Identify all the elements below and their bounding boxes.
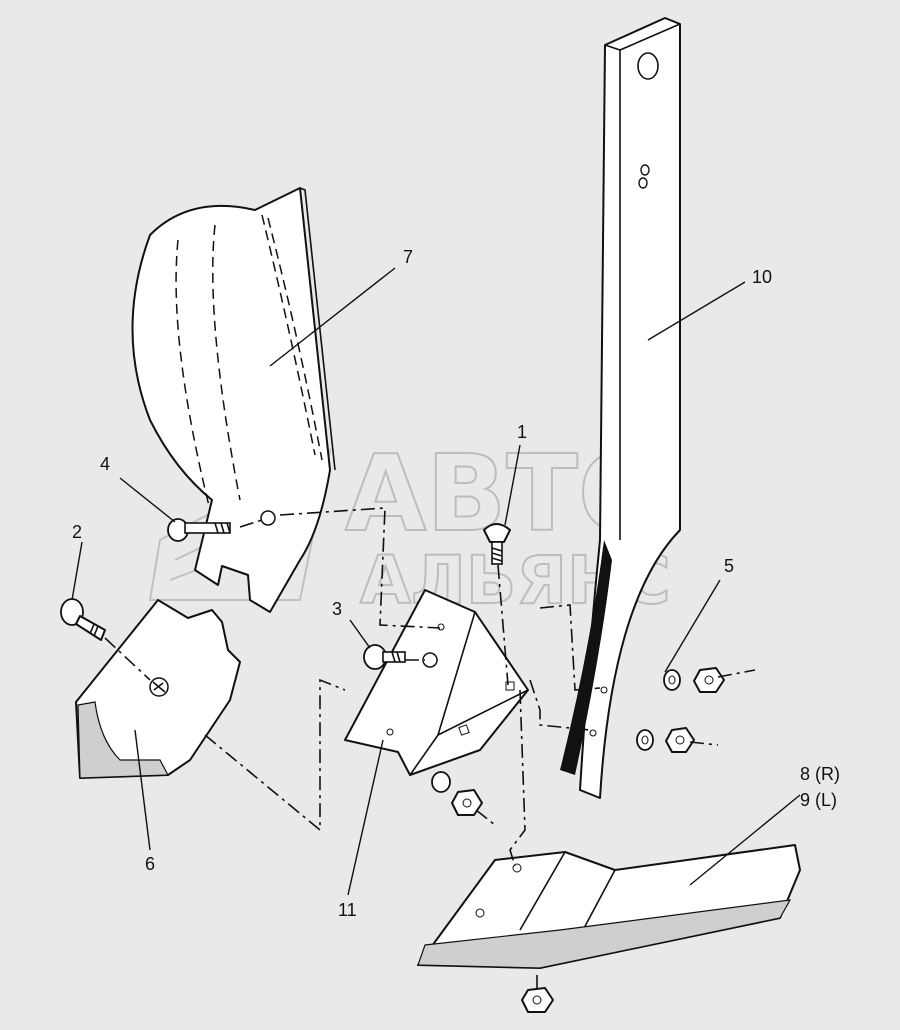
callout-1: 1 bbox=[517, 422, 527, 442]
part-share bbox=[417, 844, 801, 969]
shank-hole-a bbox=[640, 164, 650, 176]
part-shank bbox=[560, 17, 681, 799]
callout-4: 4 bbox=[100, 454, 110, 474]
callout-10: 10 bbox=[752, 267, 772, 287]
shank-top-hole bbox=[637, 52, 659, 80]
assembly-lines bbox=[104, 507, 756, 988]
nut-share bbox=[521, 987, 554, 1013]
callout-9: 9 (L) bbox=[800, 790, 837, 810]
part-mouldboard bbox=[131, 187, 336, 613]
callout-8: 8 (R) bbox=[800, 764, 840, 784]
callout-2: 2 bbox=[72, 522, 82, 542]
callouts: 1 2 3 4 5 6 7 8 (R) 9 (L) 10 11 bbox=[72, 247, 840, 920]
washer-nut-5b bbox=[636, 727, 695, 753]
callout-6: 6 bbox=[145, 854, 155, 874]
callout-11: 11 bbox=[338, 900, 357, 920]
bolt-1 bbox=[483, 523, 511, 565]
callout-3: 3 bbox=[332, 599, 342, 619]
shank-hole-b bbox=[638, 177, 648, 189]
part-point bbox=[75, 599, 241, 779]
leader-lines bbox=[71, 267, 801, 896]
bolt-4 bbox=[167, 510, 276, 542]
part-bracket bbox=[344, 589, 529, 776]
bolt-3 bbox=[363, 644, 438, 670]
bolt-2 bbox=[60, 598, 106, 641]
washer-nut-11 bbox=[431, 771, 483, 816]
callout-5: 5 bbox=[724, 556, 734, 576]
callout-7: 7 bbox=[403, 247, 413, 267]
washer-nut-5a bbox=[663, 667, 725, 693]
